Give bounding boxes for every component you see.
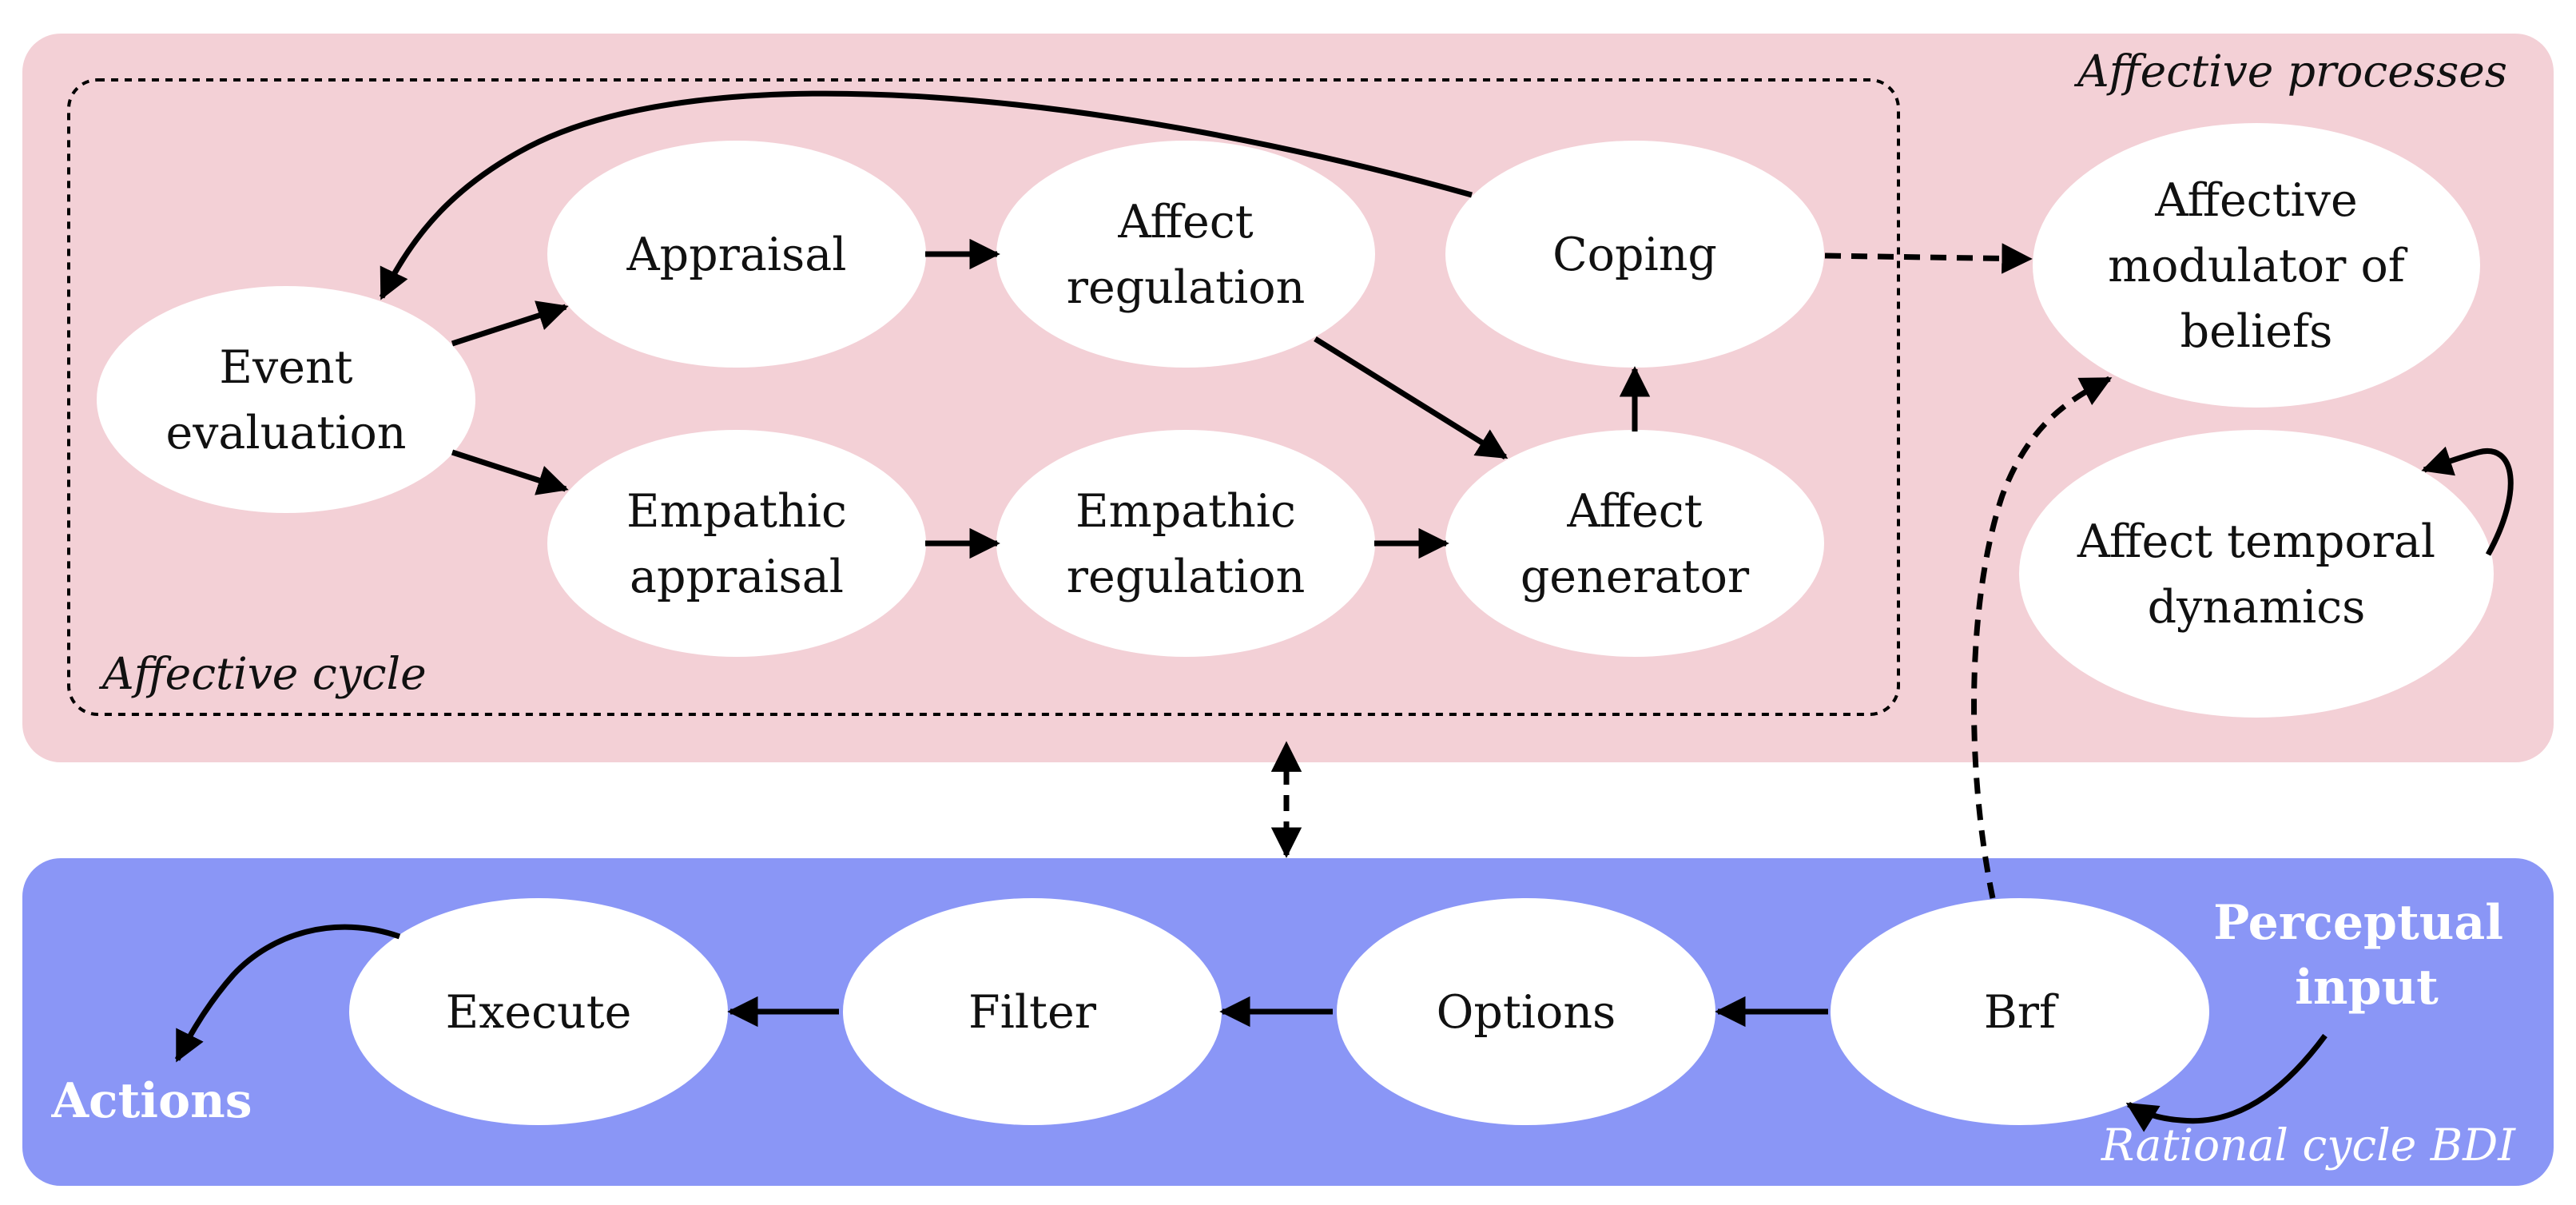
node-brf-label-line: Brf xyxy=(1984,986,2059,1039)
edge-execute-to-actions xyxy=(174,924,401,1063)
node-empathic-regulation-label: Empathic regulation xyxy=(1067,485,1306,603)
node-empathic-appraisal-label-line: appraisal xyxy=(630,551,844,603)
node-brf-label: Brf xyxy=(1984,986,2059,1039)
node-event-evaluation-label: Event evaluation xyxy=(165,341,406,459)
node-execute-shape xyxy=(349,898,728,1125)
edge-event-to-empathic-appraisal xyxy=(451,449,569,495)
node-affect-regulation: Affect regulation xyxy=(996,141,1375,368)
node-affective-modulator-label-line: beliefs xyxy=(2180,305,2333,358)
node-appraisal-label-line: Appraisal xyxy=(626,229,846,281)
edge-affect-temporal-dynamics-self-loop xyxy=(2421,446,2514,556)
node-options: Options xyxy=(1337,898,1715,1125)
edge-affect-regulation-to-affect-generator xyxy=(1314,336,1509,459)
node-filter-shape xyxy=(843,898,1222,1125)
edge-brf-to-affective-modulator xyxy=(1971,376,2113,899)
perceptual-input-label-line: input xyxy=(2295,960,2439,1016)
node-filter-label-line: Filter xyxy=(968,986,1097,1039)
affective-cycle-boundary xyxy=(67,78,1900,716)
node-affective-modulator-label-line: Affective xyxy=(2154,174,2357,227)
node-appraisal-label: Appraisal xyxy=(626,229,846,281)
node-empathic-regulation-label-line: regulation xyxy=(1067,551,1306,603)
actions-label: Actions xyxy=(50,1073,252,1129)
node-affect-temporal-dynamics-shape xyxy=(2019,430,2494,718)
edge-perceptual-input-to-brf xyxy=(2125,1033,2328,1132)
node-affect-generator: Affect generator xyxy=(1445,430,1824,657)
edge-coping-to-affective-modulator xyxy=(1824,243,2033,274)
node-event-evaluation-label-line: evaluation xyxy=(165,407,406,459)
node-appraisal-shape xyxy=(547,141,926,368)
node-empathic-appraisal-shape xyxy=(547,430,926,657)
node-empathic-regulation-label-line: Empathic xyxy=(1075,485,1296,538)
node-brf-shape xyxy=(1831,898,2209,1125)
edge-event-to-appraisal xyxy=(451,300,569,347)
node-options-label-line: Options xyxy=(1437,986,1616,1039)
node-affective-modulator-label: Affective modulator of beliefs xyxy=(2108,174,2408,358)
node-affect-regulation-shape xyxy=(996,141,1375,368)
node-affect-regulation-label-line: Affect xyxy=(1117,196,1253,249)
node-options-label: Options xyxy=(1437,986,1616,1039)
affective-cycle-label: Affective cycle xyxy=(98,648,427,699)
node-affective-modulator-label-line: modulator of xyxy=(2108,240,2408,292)
node-appraisal: Appraisal xyxy=(547,141,926,368)
node-affect-generator-label-line: Affect xyxy=(1566,485,1702,538)
node-options-shape xyxy=(1337,898,1715,1125)
perceptual-input-label: Perceptual input xyxy=(2213,895,2520,1016)
node-filter: Filter xyxy=(843,898,1222,1125)
node-coping: Coping xyxy=(1445,141,1824,368)
node-affective-modulator: Affective modulator of beliefs xyxy=(2033,123,2480,408)
node-execute: Execute xyxy=(349,898,728,1125)
affective-processes-label: Affective processes xyxy=(2073,46,2507,97)
node-event-evaluation-shape xyxy=(97,286,475,513)
perceptual-input-label-line: Perceptual xyxy=(2213,895,2503,951)
node-affect-temporal-dynamics-label: Affect temporal dynamics xyxy=(2077,515,2435,634)
node-execute-label-line: Execute xyxy=(446,986,632,1039)
node-affect-generator-label: Affect generator xyxy=(1521,485,1750,603)
node-coping-shape xyxy=(1445,141,1824,368)
rational-cycle-label: Rational cycle BDI xyxy=(2101,1119,2516,1171)
node-filter-label: Filter xyxy=(968,986,1097,1039)
node-empathic-appraisal-label: Empathic appraisal xyxy=(626,485,847,603)
node-affect-regulation-label: Affect regulation xyxy=(1067,196,1306,314)
node-empathic-appraisal-label-line: Empathic xyxy=(626,485,847,538)
node-empathic-regulation: Empathic regulation xyxy=(996,430,1375,657)
edge-coping-to-event-evaluation xyxy=(379,90,1473,300)
node-affect-temporal-dynamics-label-line: dynamics xyxy=(2148,581,2366,634)
node-event-evaluation-label-line: Event xyxy=(219,341,352,394)
node-empathic-regulation-shape xyxy=(996,430,1375,657)
node-affect-generator-label-line: generator xyxy=(1521,551,1750,603)
node-coping-label: Coping xyxy=(1552,229,1717,281)
node-coping-label-line: Coping xyxy=(1552,229,1717,281)
node-affect-temporal-dynamics-label-line: Affect temporal xyxy=(2077,515,2435,568)
node-empathic-appraisal: Empathic appraisal xyxy=(547,430,926,657)
node-affect-regulation-label-line: regulation xyxy=(1067,261,1306,314)
node-affect-temporal-dynamics: Affect temporal dynamics xyxy=(2019,430,2494,718)
node-event-evaluation: Event evaluation xyxy=(97,286,475,513)
node-affective-modulator-shape xyxy=(2033,123,2480,408)
node-brf: Brf xyxy=(1831,898,2209,1125)
node-execute-label: Execute xyxy=(446,986,632,1039)
node-affect-generator-shape xyxy=(1445,430,1824,657)
